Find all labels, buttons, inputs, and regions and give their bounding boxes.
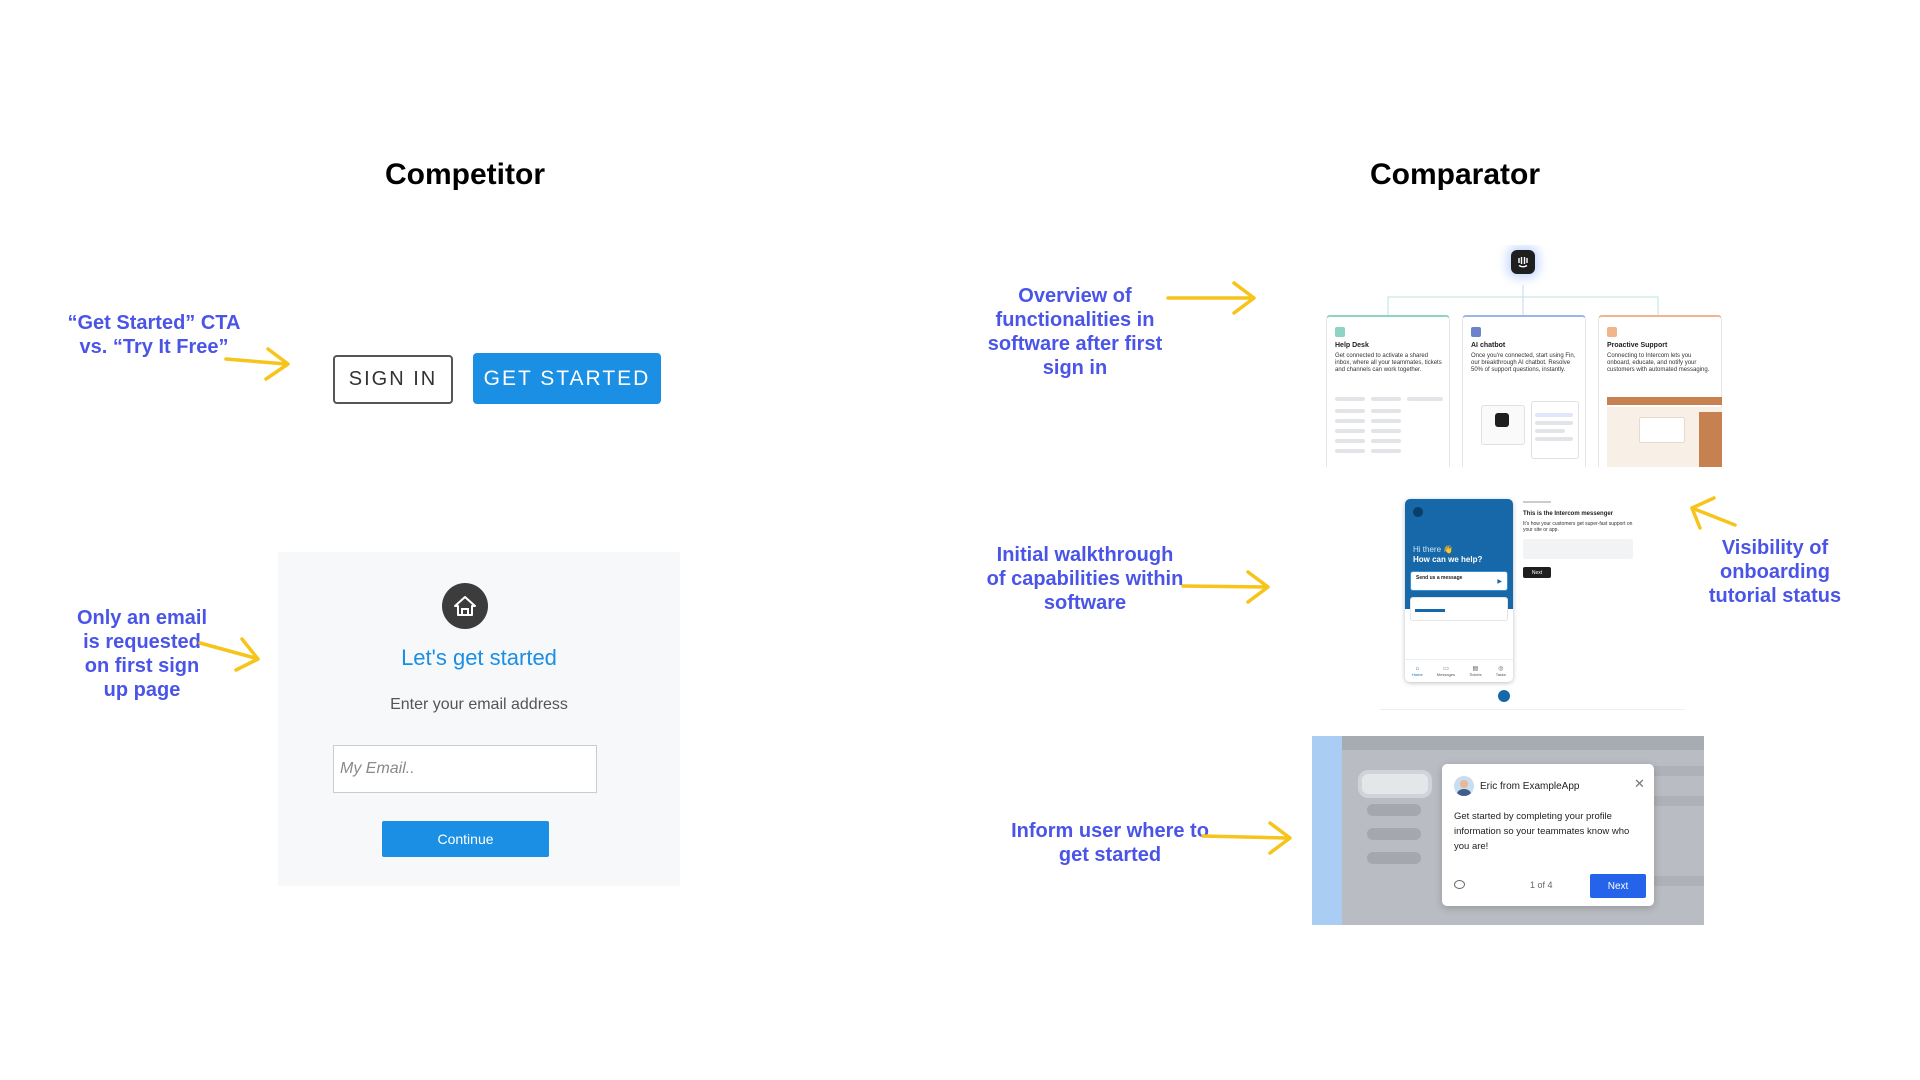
tour-sender: Eric from ExampleApp (1480, 781, 1580, 792)
arrow-icon (1166, 281, 1256, 315)
tour-popover: Eric from ExampleApp ✕ Get started by co… (1442, 764, 1654, 906)
tab-tasks[interactable]: ◎Tasks (1495, 666, 1506, 677)
annotation-cta: “Get Started” CTA vs. “Try It Free” (67, 312, 241, 358)
sign-in-button[interactable]: SIGN IN (333, 355, 453, 404)
house-logo-icon (442, 583, 488, 629)
chat-bubble-icon[interactable] (1454, 880, 1465, 889)
send-arrow-icon: ▶ (1497, 579, 1502, 585)
messenger-avatar (1413, 507, 1423, 517)
tip-text: It’s how your customers get super-fast s… (1523, 521, 1633, 533)
fin-logo-icon (1495, 413, 1509, 427)
close-icon[interactable]: ✕ (1634, 776, 1645, 791)
annotation-email: Only an email is requested on first sign… (76, 607, 208, 701)
tour-step-counter: 1 of 4 (1530, 880, 1553, 890)
signup-title: Let's get started (401, 645, 557, 670)
tab-messages[interactable]: ▭Messages (1436, 666, 1456, 677)
send-icon (1607, 327, 1617, 337)
overview-screenshot: Help Desk Get connected to activate a sh… (1326, 245, 1722, 467)
tour-next-button[interactable]: Next (1590, 874, 1646, 898)
messenger-window: Hi there 👋 How can we help? Send us a me… (1405, 499, 1513, 682)
messenger-greeting: Hi there 👋 (1413, 545, 1454, 554)
feature-card-help-desk: Help Desk Get connected to activate a sh… (1326, 315, 1450, 467)
feature-card-text: Connecting to Intercom lets you onboard,… (1607, 353, 1710, 373)
feature-card-proactive-support: Proactive Support Connecting to Intercom… (1598, 315, 1722, 467)
tip-next-button[interactable]: Next (1523, 567, 1551, 578)
feature-card-text: Get connected to activate a shared inbox… (1335, 353, 1442, 373)
intercom-logo-icon (1511, 250, 1535, 274)
annotation-inform: Inform user where to get started (1011, 820, 1209, 866)
send-message-card[interactable]: Send us a message ▶ (1410, 571, 1508, 591)
feature-card-text: Once you’re connected, start using Fin, … (1471, 353, 1576, 373)
signup-subtitle: Enter your email address (390, 696, 568, 713)
tip-title: This is the Intercom messenger (1523, 511, 1614, 517)
send-message-label: Send us a message (1416, 575, 1463, 581)
tab-home[interactable]: ⌂Home (1412, 665, 1423, 677)
email-field[interactable] (333, 745, 597, 793)
continue-button[interactable]: Continue (382, 821, 549, 857)
annotation-visibility: Visibility of onboarding tutorial status (1708, 537, 1842, 607)
messenger-launcher-icon[interactable] (1498, 690, 1510, 702)
arrow-icon (224, 347, 290, 381)
feature-card-title: AI chatbot (1471, 342, 1506, 349)
arrow-icon (1201, 821, 1292, 855)
inbox-icon (1335, 327, 1345, 337)
annotation-walkthrough: Initial walkthrough of capabilities with… (986, 544, 1184, 614)
walkthrough-screenshot: Hi there 👋 How can we help? Send us a me… (1380, 495, 1685, 717)
comparator-heading: Comparator (1369, 158, 1541, 191)
avatar (1454, 776, 1474, 796)
annotation-overview: Overview of functionalities in software … (987, 285, 1163, 379)
arrow-icon (1690, 496, 1737, 530)
arrow-icon (198, 637, 260, 672)
bot-icon (1471, 327, 1481, 337)
connector-lines (1387, 285, 1659, 315)
feature-card-title: Proactive Support (1607, 342, 1668, 349)
competitor-heading: Competitor (385, 158, 545, 191)
feature-card-title: Help Desk (1335, 342, 1369, 349)
tab-tickets[interactable]: ▤Tickets (1469, 666, 1482, 677)
onboarding-tip: This is the Intercom messenger It’s how … (1523, 501, 1643, 591)
messenger-help: How can we help? (1413, 555, 1483, 564)
feature-card-ai-chatbot: AI chatbot Once you’re connected, start … (1462, 315, 1586, 467)
tour-message: Get started by completing your profile i… (1454, 811, 1630, 852)
sidebar-highlight (1362, 774, 1428, 794)
product-tour-screenshot: Eric from ExampleApp ✕ Get started by co… (1312, 736, 1704, 925)
get-started-button[interactable]: GET STARTED (473, 353, 661, 404)
arrow-icon (1181, 570, 1270, 604)
